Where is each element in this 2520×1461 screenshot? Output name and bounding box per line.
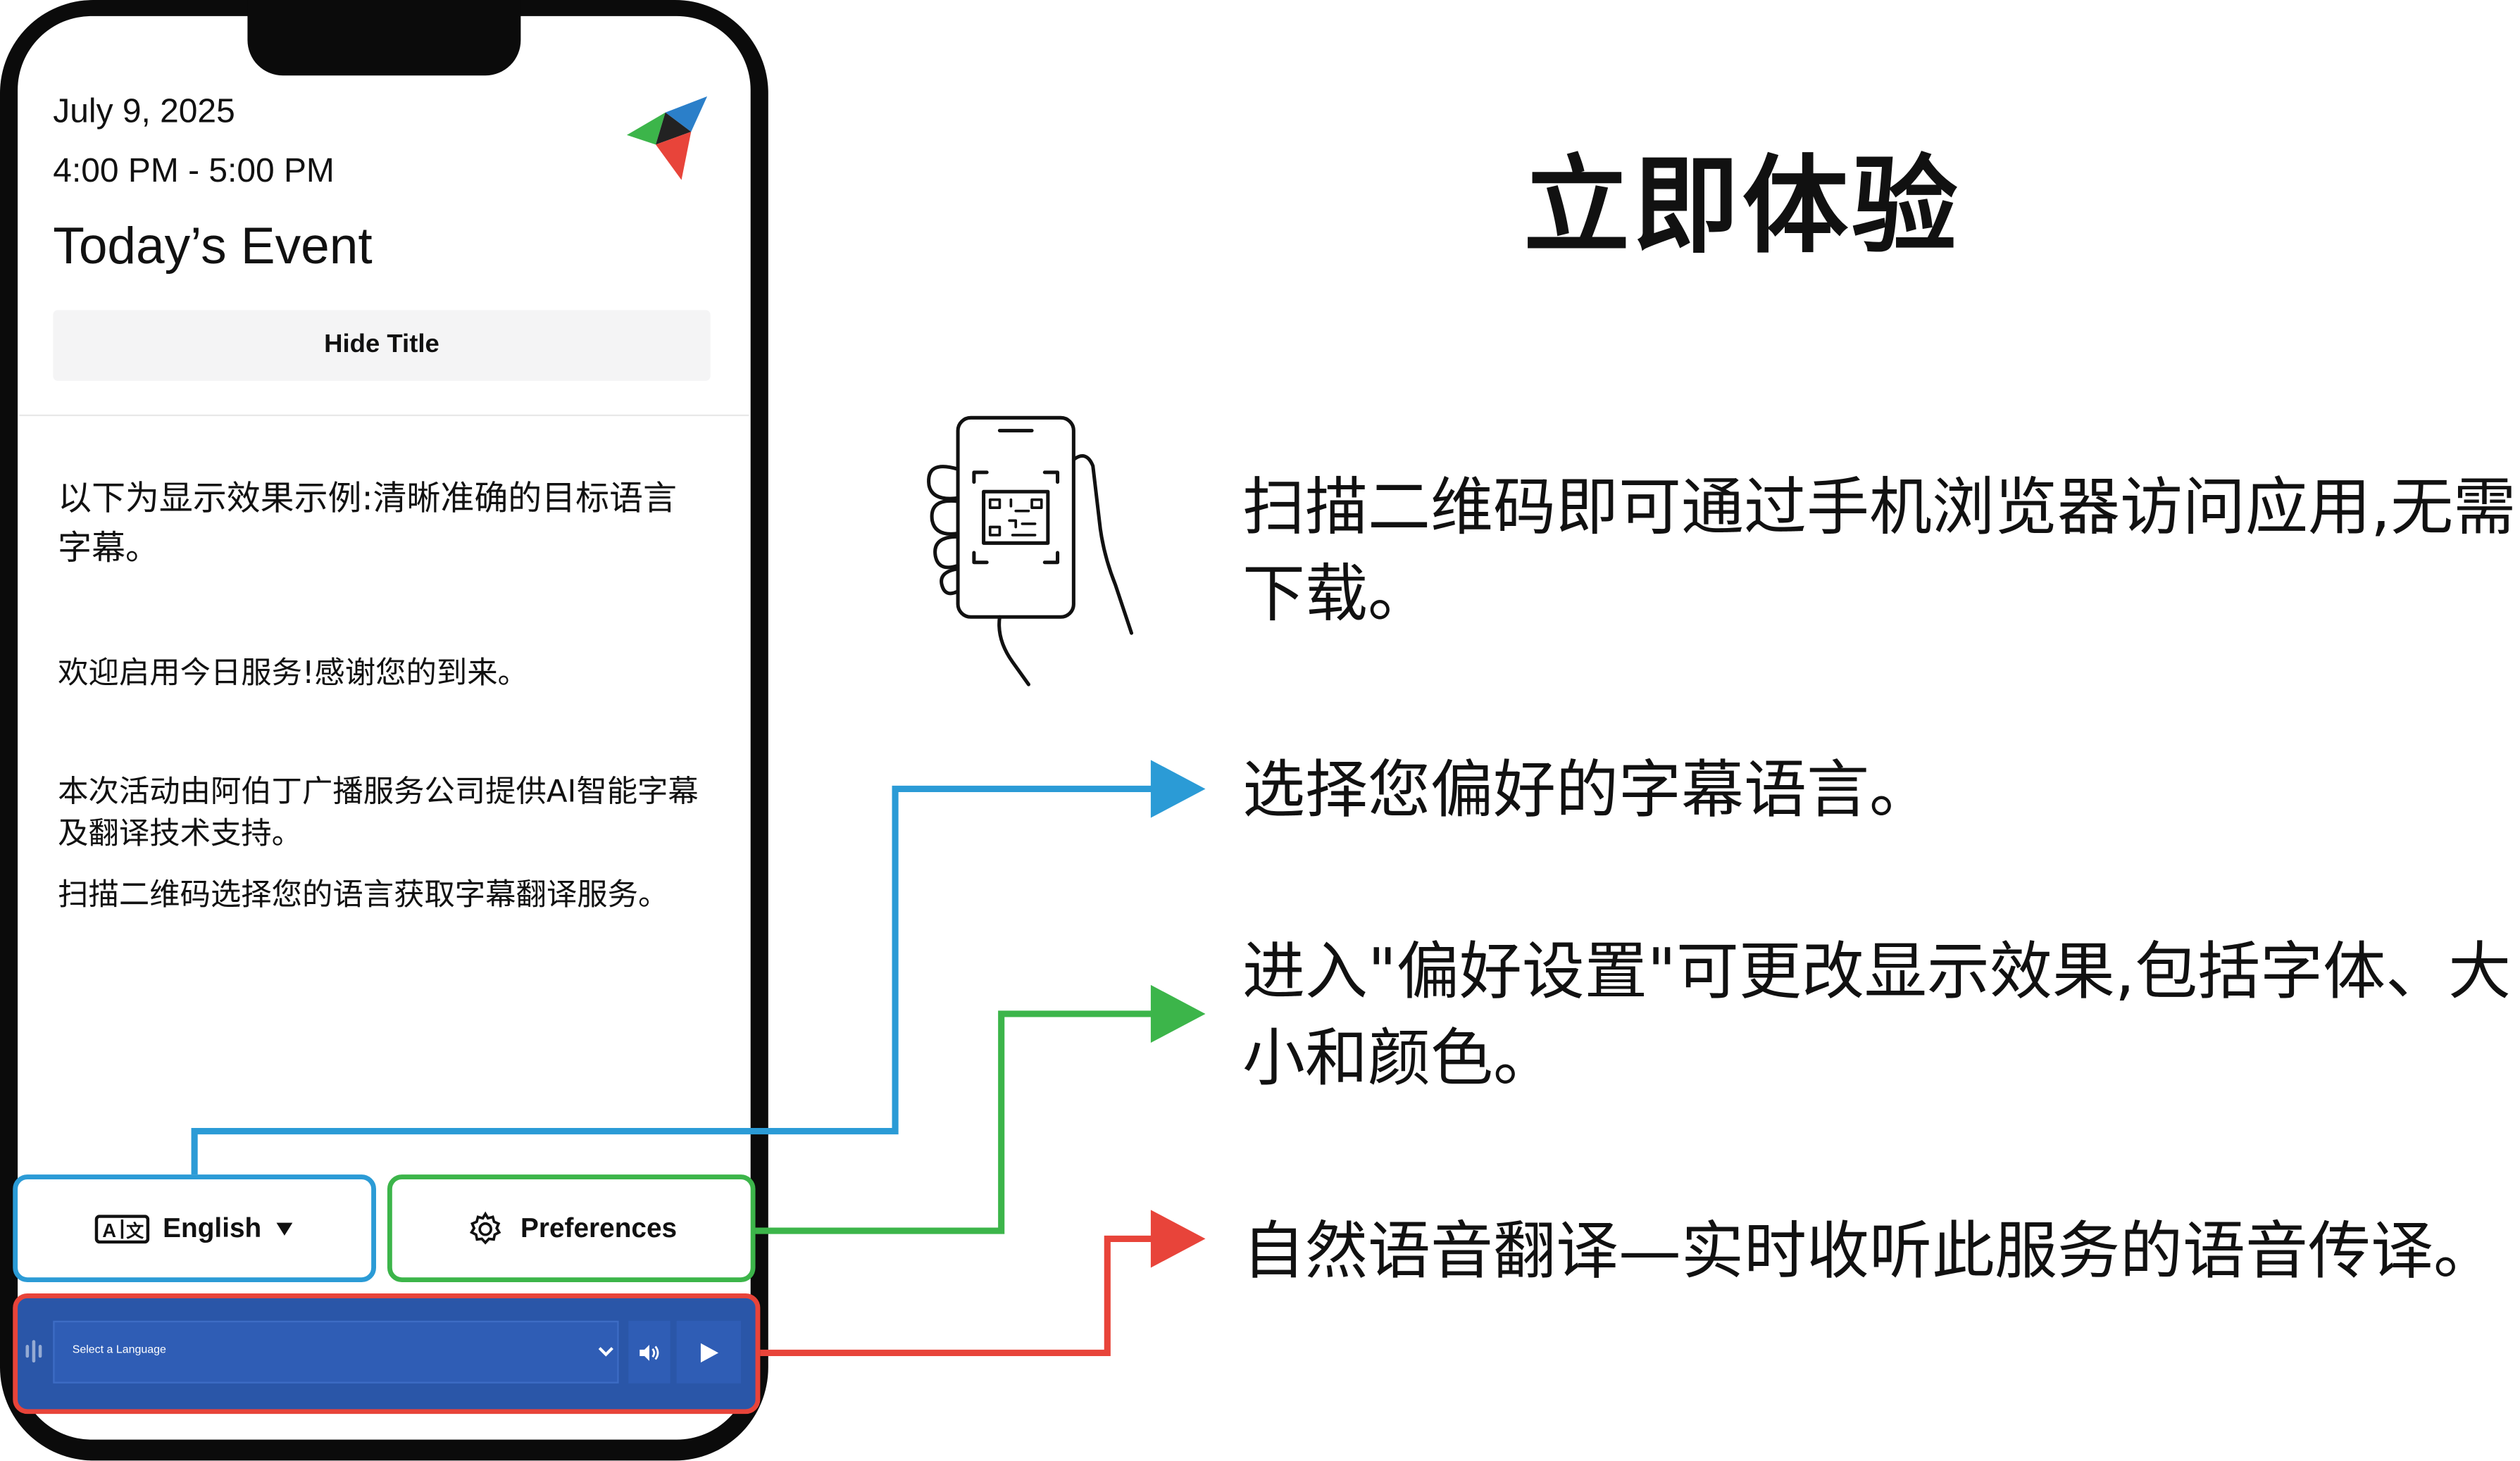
audio-callout-arrow (1150, 1210, 1206, 1268)
caret-down-icon (275, 1222, 292, 1235)
volume-icon (640, 1343, 659, 1360)
instruction-language: 选择您偏好的字幕语言。 (1242, 755, 1932, 828)
headline: 立即体验 (1523, 144, 1961, 269)
svg-text:A: A (103, 1219, 117, 1241)
instruction-audio: 自然语音翻译—实时收听此服务的语音传译。 (1242, 1216, 2496, 1289)
translate-icon: A 文 (95, 1214, 150, 1243)
phone-notch (247, 0, 521, 76)
play-button[interactable] (676, 1320, 742, 1384)
hide-title-button[interactable]: Hide Title (53, 310, 711, 381)
audio-callout-line (760, 1235, 1164, 1357)
caption-line: 欢迎启用今日服务!感谢您的到来。 (58, 656, 528, 691)
chevron-down-icon (598, 1347, 613, 1357)
preferences-callout-line (755, 1010, 1164, 1234)
instruction-preferences: 进入"偏好设置"可更改显示效果,包括字体、大小和颜色。 (1242, 936, 2512, 1096)
play-icon (700, 1342, 719, 1362)
caption-line: 扫描二维码选择您的语言获取字幕翻译服务。 (58, 877, 669, 913)
language-callout-line (191, 785, 1164, 1175)
event-date: July 9, 2025 (53, 93, 235, 130)
volume-button[interactable] (628, 1320, 670, 1384)
preferences-button-label: Preferences (520, 1212, 678, 1243)
preferences-callout-arrow (1150, 984, 1206, 1043)
tricolor-arrow-logo-icon (626, 96, 708, 180)
hand-phone-qr-icon (927, 415, 1134, 686)
caption-line: 本次活动由阿伯丁广播服务公司提供AI智能字幕及翻译技术支持。 (58, 774, 699, 852)
gear-icon (469, 1210, 501, 1244)
language-button[interactable]: A 文 English (13, 1174, 376, 1283)
header-divider (19, 414, 749, 417)
event-title: Today’s Event (53, 217, 373, 275)
audio-wave-icon (25, 1340, 42, 1363)
preferences-button[interactable]: Preferences (387, 1174, 756, 1283)
language-callout-arrow (1150, 760, 1206, 818)
caption-line: 以下为显示效果示例:清晰准确的目标语言字幕。 (58, 479, 677, 568)
instruction-scan: 扫描二维码即可通过手机浏览器访问应用,无需下载。 (1242, 472, 2516, 632)
svg-text:文: 文 (127, 1220, 145, 1241)
language-button-label: English (163, 1212, 262, 1243)
audio-language-select-text: Select a Language (72, 1345, 166, 1357)
audio-language-select[interactable] (53, 1320, 619, 1384)
event-time: 4:00 PM - 5:00 PM (53, 152, 335, 190)
